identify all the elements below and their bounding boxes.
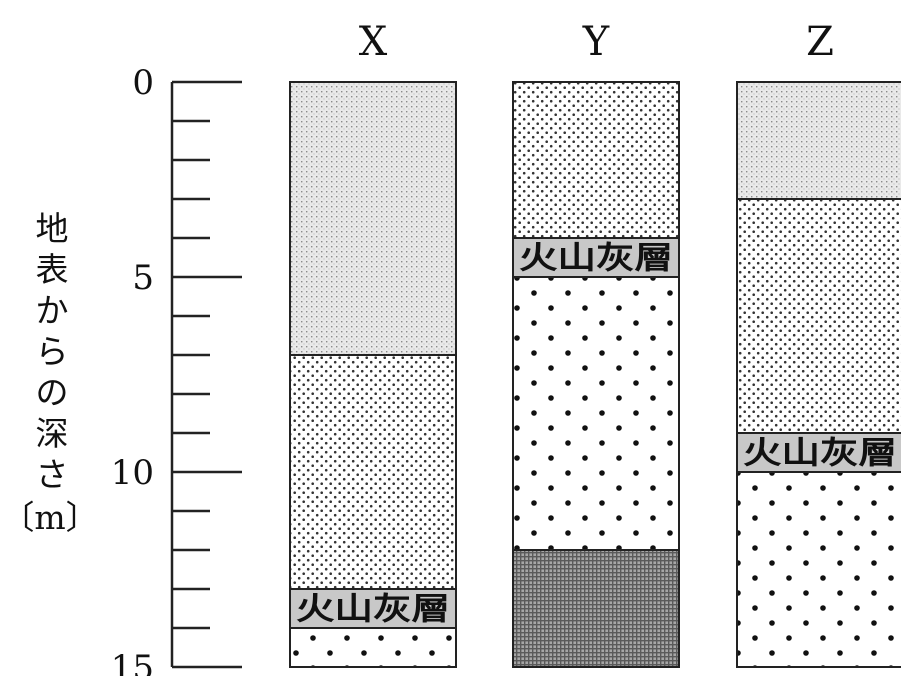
- axis-unit: 〔m〕: [1, 498, 98, 537]
- layer-fine-grain: [736, 81, 901, 200]
- column-label: Y: [582, 19, 610, 65]
- column-x: X 火山灰層: [289, 19, 457, 668]
- layer-mud: [512, 549, 680, 668]
- axis-title-char: か: [36, 291, 69, 330]
- layer-coarse-grain: [512, 276, 680, 551]
- axis-title-char: 深: [36, 414, 69, 453]
- strata-columns: X 火山灰層 Y 火山灰層 Z 火山灰層: [289, 19, 901, 668]
- column-label: Z: [806, 19, 834, 65]
- axis-title-char: 地: [36, 209, 69, 248]
- volcanic-ash-label: 火山灰層: [743, 436, 897, 472]
- volcanic-ash-label: 火山灰層: [296, 592, 450, 628]
- layer-coarse-grain: [736, 471, 901, 668]
- column-label: X: [359, 19, 388, 65]
- axis-title-char: さ: [36, 455, 69, 494]
- tick-label: 0: [132, 63, 154, 103]
- axis-title-char: ら: [36, 332, 69, 371]
- layer-medium-grain: [512, 81, 680, 239]
- layer-fine-grain: [289, 81, 457, 356]
- depth-axis: 0 5 10 15: [111, 63, 242, 676]
- volcanic-ash-label: 火山灰層: [519, 241, 673, 277]
- column-y: Y 火山灰層: [512, 19, 680, 668]
- tick-label: 5: [132, 258, 154, 298]
- tick-label: 10: [111, 453, 154, 493]
- layer-medium-grain: [736, 198, 901, 434]
- layer-medium-grain: [289, 354, 457, 590]
- column-z: Z 火山灰層: [736, 19, 901, 668]
- axis-title-char: の: [36, 373, 69, 412]
- axis-title-char: 表: [36, 250, 69, 289]
- layer-coarse-grain: [289, 627, 457, 668]
- tick-label: 15: [111, 648, 154, 676]
- layer-volcanic-ash: [512, 237, 680, 278]
